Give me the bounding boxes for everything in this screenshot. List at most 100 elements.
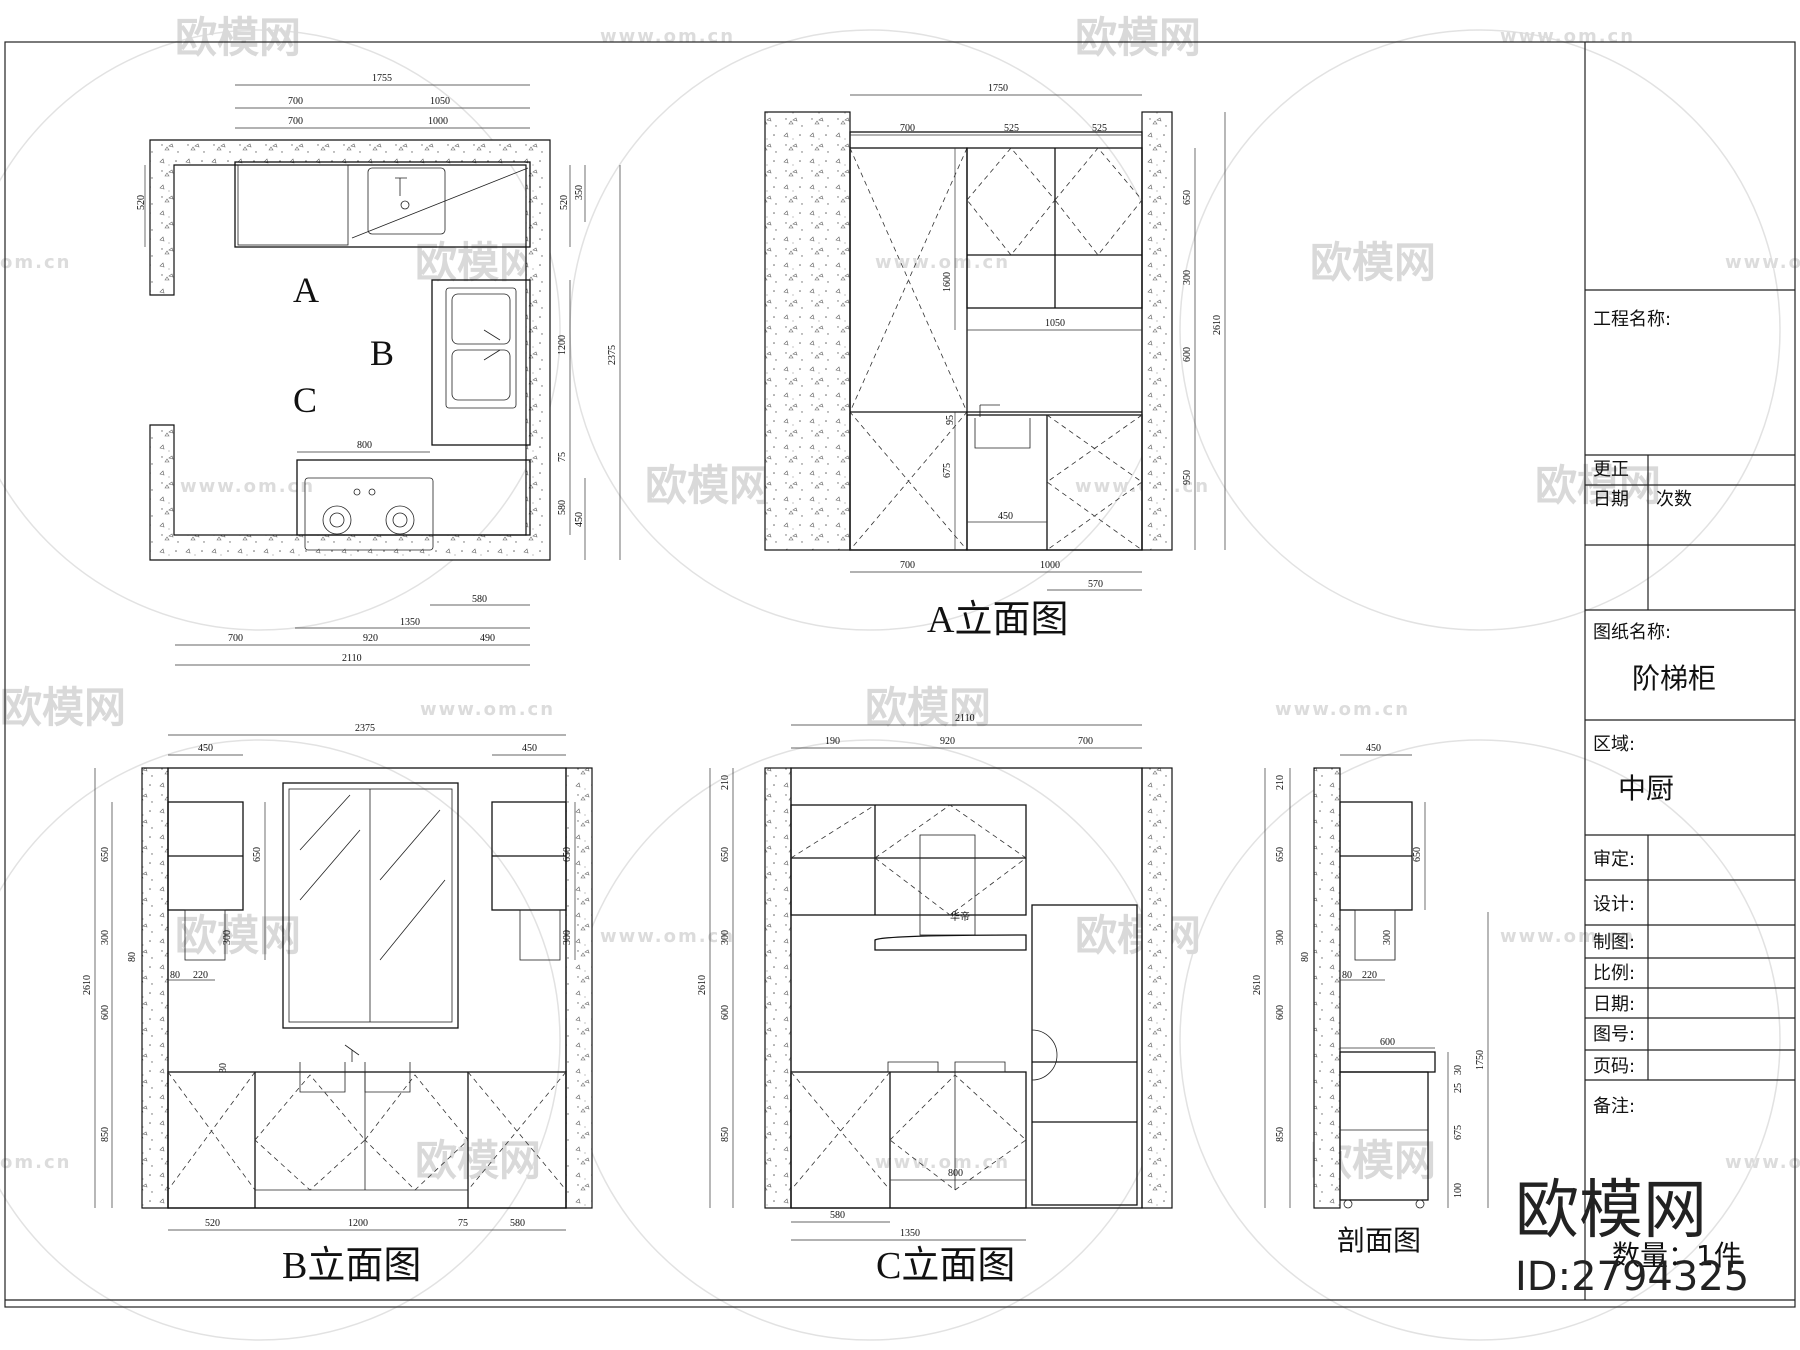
- dimension-label: 220: [1362, 970, 1377, 981]
- plan-wall: [149, 139, 551, 561]
- dimension-label: 950: [1182, 470, 1193, 485]
- dimension-label: 600: [720, 1005, 731, 1020]
- watermark-brand: 欧模网: [1310, 238, 1436, 287]
- watermark-url: www.om.cn: [1725, 1152, 1800, 1173]
- dimension-label: 920: [940, 736, 955, 747]
- dimension-label: 450: [998, 511, 1013, 522]
- dimension-label: 1050: [430, 96, 450, 107]
- dimension-label: 850: [100, 1127, 111, 1142]
- dimension-label: 1600: [942, 272, 953, 292]
- watermark-brand: 欧模网: [415, 1136, 541, 1185]
- dimension-label: 450: [522, 743, 537, 754]
- watermark-brand: 欧模网: [865, 683, 991, 732]
- dimension-label: 525: [1004, 123, 1019, 134]
- dimension-label: 700: [900, 560, 915, 571]
- dimension-label: 600: [100, 1005, 111, 1020]
- dimension-label: 520: [559, 195, 570, 210]
- dimension-label: 25: [1453, 1083, 1464, 1093]
- zone-label-b: B: [370, 333, 394, 373]
- elevation-b-title: B立面图: [282, 1245, 421, 1287]
- dimension-label: 650: [252, 847, 263, 862]
- section-title: 剖面图: [1337, 1225, 1421, 1257]
- review-label: 审定:: [1593, 849, 1635, 870]
- zone-label-c: C: [293, 380, 317, 420]
- dimension-label: 450: [1366, 743, 1381, 754]
- dimension-label: 1000: [1040, 560, 1060, 571]
- dimension-label: 850: [720, 1127, 731, 1142]
- watermark-url: www.om.cn: [180, 476, 315, 497]
- dimension-label: 2110: [955, 713, 975, 724]
- date-label: 日期:: [1593, 994, 1635, 1015]
- dimension-label: 75: [557, 452, 568, 462]
- remarks-label: 备注:: [1593, 1096, 1635, 1117]
- logo-id: ID:2794325: [1515, 1254, 1749, 1300]
- elevation-c: 华帝 2110 190 920 700 2610: [697, 713, 1173, 1287]
- dimension-label: 650: [1412, 847, 1423, 862]
- dimension-label: 300: [720, 930, 731, 945]
- dimension-label: 300: [100, 930, 111, 945]
- dimension-label: 300: [1382, 930, 1393, 945]
- dimension-label: 570: [1088, 579, 1103, 590]
- revision-date-label: 日期: [1593, 489, 1629, 510]
- dimension-label: 525: [1092, 123, 1107, 134]
- design-label: 设计:: [1593, 894, 1635, 915]
- dimension-label: 80: [1342, 970, 1352, 981]
- dimension-label: 1200: [557, 335, 568, 355]
- dimension-label: 1755: [372, 73, 392, 84]
- dimension-label: 600: [1182, 347, 1193, 362]
- dimension-label: 580: [510, 1218, 525, 1229]
- dimension-label: 600: [1275, 1005, 1286, 1020]
- dimension-label: 650: [1275, 847, 1286, 862]
- project-name-label: 工程名称:: [1593, 309, 1671, 330]
- dimension-label: 450: [574, 512, 585, 527]
- watermark-url: www.om.cn: [1725, 252, 1800, 273]
- dimension-label: 300: [222, 930, 233, 945]
- brand-logo: 欧模网 ID:2794325: [1515, 1174, 1749, 1300]
- dimension-label: 650: [720, 847, 731, 862]
- plan-view: A B C 1755 700 1050 700 1000 520 520: [136, 73, 621, 666]
- dimension-label: 30: [1453, 1065, 1464, 1075]
- area-value: 中厨: [1618, 772, 1674, 805]
- section-view: 450 2610 210 650 300 600 850 80 80 220 6…: [1252, 743, 1489, 1257]
- dimension-label: 1350: [400, 617, 420, 628]
- dimension-label: 650: [1182, 190, 1193, 205]
- scale-label: 比例:: [1593, 963, 1635, 984]
- dimension-label: 650: [100, 847, 111, 862]
- area-label: 区域:: [1593, 734, 1635, 755]
- elevation-c-title: C立面图: [876, 1245, 1015, 1287]
- elevation-b: 2375 450 450 2610 650 300 80 600 850 650…: [82, 723, 593, 1287]
- dimension-label: 700: [900, 123, 915, 134]
- dimension-label: 2375: [355, 723, 375, 734]
- dimension-label: 220: [193, 970, 208, 981]
- watermark-brand: 欧模网: [0, 683, 126, 732]
- dimension-label: 华帝: [950, 910, 970, 923]
- watermark-texts: 欧模网 欧模网 欧模网 欧模网 欧模网 欧模网 欧模网 欧模网 欧模网 欧模网 …: [0, 13, 1800, 1185]
- watermark-url: www.om.cn: [420, 699, 555, 720]
- dimension-label: 580: [557, 500, 568, 515]
- dimension-label: 300: [1275, 930, 1286, 945]
- dimension-label: 100: [1453, 1183, 1464, 1198]
- dimension-label: 800: [948, 1168, 963, 1179]
- dimension-label: 1050: [1045, 318, 1065, 329]
- dimension-label: 2610: [82, 975, 93, 995]
- dimension-label: 580: [830, 1210, 845, 1221]
- drawing-name-label: 图纸名称:: [1593, 622, 1671, 643]
- watermark-brand: 欧模网: [1075, 911, 1201, 960]
- elevation-a: 1750 700 525 525 1050 1600 95 675 450 65…: [764, 83, 1226, 641]
- dimension-label: 2375: [607, 345, 618, 365]
- dimension-label: 700: [288, 116, 303, 127]
- quantity: 数量：1件: [1612, 1239, 1742, 1272]
- watermark-url: om.cn: [0, 1152, 71, 1173]
- dimension-label: 80: [1300, 952, 1311, 962]
- dimension-label: 1750: [988, 83, 1008, 94]
- dimension-label: 450: [198, 743, 213, 754]
- dimension-label: 300: [1182, 270, 1193, 285]
- elevation-a-title: A立面图: [927, 599, 1068, 641]
- watermark-url: www.om.cn: [1500, 926, 1635, 947]
- title-block: 工程名称: 更正 日期 次数 图纸名称: 阶梯柜 区域: 中厨 审定: 设计: …: [1584, 42, 1795, 1300]
- dimension-label: 2110: [342, 653, 362, 664]
- dimension-label: 300: [562, 930, 573, 945]
- watermark-url: www.om.cn: [1275, 699, 1410, 720]
- zone-label-a: A: [293, 270, 319, 310]
